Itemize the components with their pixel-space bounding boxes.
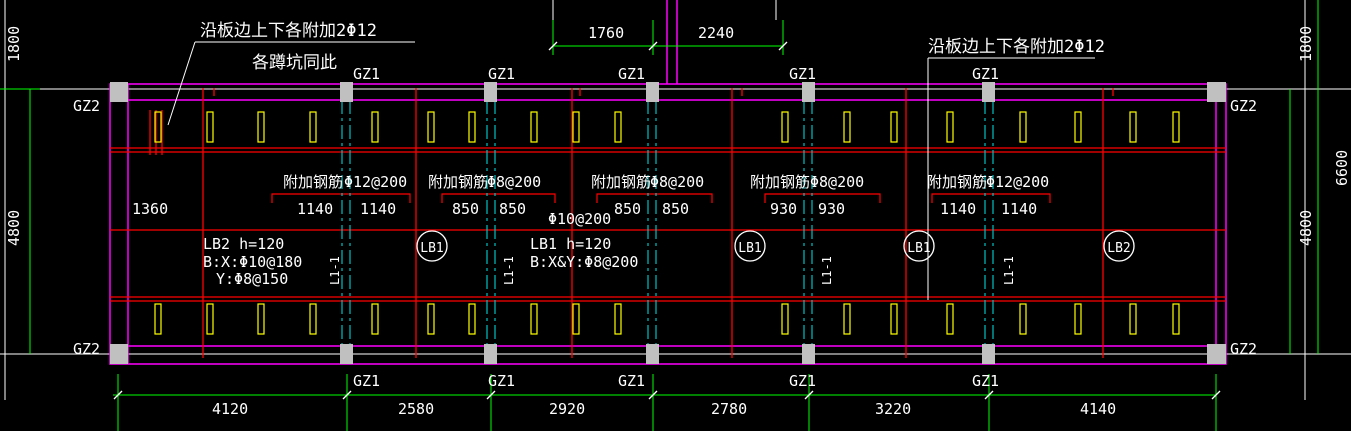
beam-tag: L1-1 [328,256,342,285]
add-rebar-label: 附加钢筋 [283,173,343,191]
side-dim-right-top: 1800 [1297,26,1315,62]
beam-outlines [109,0,1227,365]
column-label: GZ1 [789,65,816,83]
rebar-length: 1140 [297,200,333,218]
add-rebar-label: 附加钢筋 [591,173,651,191]
rebar-length: 850 [614,200,641,218]
beam-tag: L1-1 [1002,256,1016,285]
add-rebar-label: 附加钢筋 [750,173,810,191]
top-dim-1: 1760 [588,24,624,42]
column-label: GZ2 [1230,340,1257,358]
column-label: GZ1 [789,372,816,390]
bottom-dim: 2920 [549,400,585,418]
lb1-note-line1: LB1 h=120 [530,235,611,253]
dimension-ticks [113,41,1221,400]
top-dim-2: 2240 [698,24,734,42]
column-label: GZ2 [73,340,100,358]
rebar-length: 1140 [360,200,396,218]
embed-plates [154,111,1180,335]
rebar-length: 1140 [1001,200,1037,218]
left-edge-bars [149,110,163,155]
column-label: GZ2 [1230,97,1257,115]
bottom-dim: 2580 [398,400,434,418]
note-leaders [167,41,1095,300]
dimension-lines [0,0,1319,431]
rebar-length: 850 [662,200,689,218]
side-dim-right-total: 6600 [1333,150,1351,186]
beam-centerlines [341,100,994,346]
mid-rebar-spec: Φ10@200 [548,210,611,228]
column-label: GZ1 [972,372,999,390]
bottom-dim: 4140 [1080,400,1116,418]
add-rebar-spec: Φ8@200 [487,173,541,191]
rebar-length: 1140 [940,200,976,218]
lb1-note-line2: B:X&Y:Φ8@200 [530,253,638,271]
slab-marker-label: LB2 [1107,241,1130,256]
bottom-dim: 3220 [875,400,911,418]
bottom-dim: 2780 [711,400,747,418]
column-label: GZ1 [488,65,515,83]
column-label: GZ1 [353,372,380,390]
add-rebar-spec: Φ8@200 [650,173,704,191]
add-rebar-spec: Φ12@200 [344,173,407,191]
slab-marker-label: LB1 [420,241,443,256]
note-left-line1: 沿板边上下各附加2Φ12 [200,21,377,41]
side-dim-left-top: 1800 [5,26,23,62]
rebar-lines [110,88,1226,358]
columns [110,82,1226,364]
column-label: GZ2 [73,97,100,115]
lb2-note-line1: LB2 h=120 [203,235,284,253]
slab-marker-label: LB1 [738,241,761,256]
column-label: GZ1 [618,65,645,83]
slab-marker-label: LB1 [907,241,930,256]
note-right-line1: 沿板边上下各附加2Φ12 [928,37,1105,57]
annotation-layer: 沿板边上下各附加2Φ12 各蹲坑同此 沿板边上下各附加2Φ12 1760 224… [5,21,1351,418]
lb2-note-line3: Y:Φ8@150 [216,270,288,288]
add-rebar-label: 附加钢筋 [927,173,987,191]
add-rebar-label: 附加钢筋 [428,173,488,191]
beam-tag: L1-1 [502,256,516,285]
slab-markers [416,230,1135,262]
column-label: GZ1 [488,372,515,390]
rebar-length: 850 [452,200,479,218]
rebar-length: 1360 [132,200,168,218]
column-label: GZ1 [618,372,645,390]
note-left-line2: 各蹲坑同此 [252,53,337,73]
grid-lines [0,0,1351,400]
column-label: GZ1 [353,65,380,83]
side-dim-left-mid: 4800 [5,210,23,246]
rebar-length: 850 [499,200,526,218]
rebar-length: 930 [770,200,797,218]
rebar-brackets [271,193,1051,203]
side-dim-right-mid: 4800 [1297,210,1315,246]
beam-tag: L1-1 [820,256,834,285]
add-rebar-spec: Φ12@200 [986,173,1049,191]
bottom-dim: 4120 [212,400,248,418]
add-rebar-spec: Φ8@200 [810,173,864,191]
column-label: GZ1 [972,65,999,83]
lb2-note-line2: B:X:Φ10@180 [203,253,302,271]
rebar-length: 930 [818,200,845,218]
